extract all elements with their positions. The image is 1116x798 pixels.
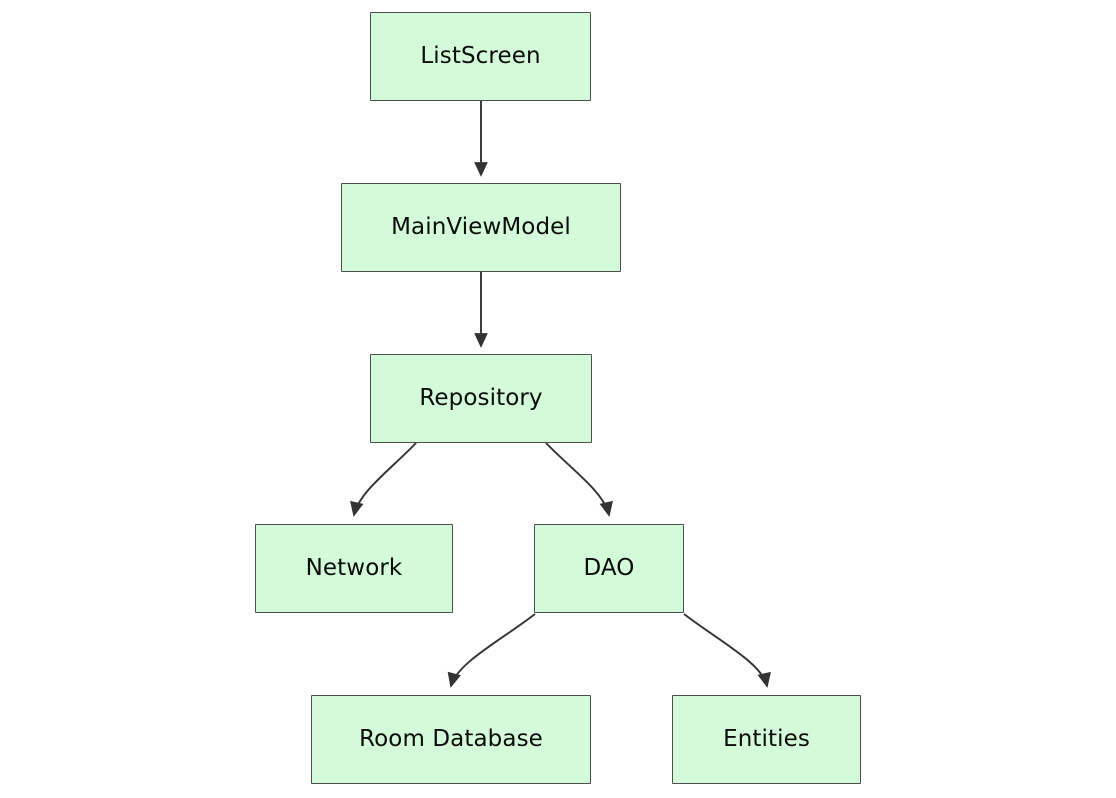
node-network[interactable]: Network — [255, 524, 453, 613]
node-entities[interactable]: Entities — [672, 695, 861, 784]
node-mainviewmodel-label: MainViewModel — [391, 214, 571, 241]
node-mainviewmodel[interactable]: MainViewModel — [341, 183, 621, 272]
edge-repository-to-dao — [545, 442, 613, 517]
node-roomdatabase-label: Room Database — [359, 726, 543, 753]
node-listscreen[interactable]: ListScreen — [370, 12, 591, 101]
node-network-label: Network — [305, 555, 403, 582]
edge-dao-to-entities — [683, 613, 771, 688]
node-listscreen-label: ListScreen — [420, 43, 541, 70]
node-dao-label: DAO — [583, 555, 635, 582]
node-repository-label: Repository — [419, 385, 543, 412]
edge-repository-to-network — [350, 442, 417, 517]
node-dao[interactable]: DAO — [534, 524, 684, 613]
node-roomdatabase[interactable]: Room Database — [311, 695, 591, 784]
node-repository[interactable]: Repository — [370, 354, 592, 443]
edge-dao-to-roomdatabase — [447, 613, 536, 688]
node-entities-label: Entities — [723, 726, 810, 753]
